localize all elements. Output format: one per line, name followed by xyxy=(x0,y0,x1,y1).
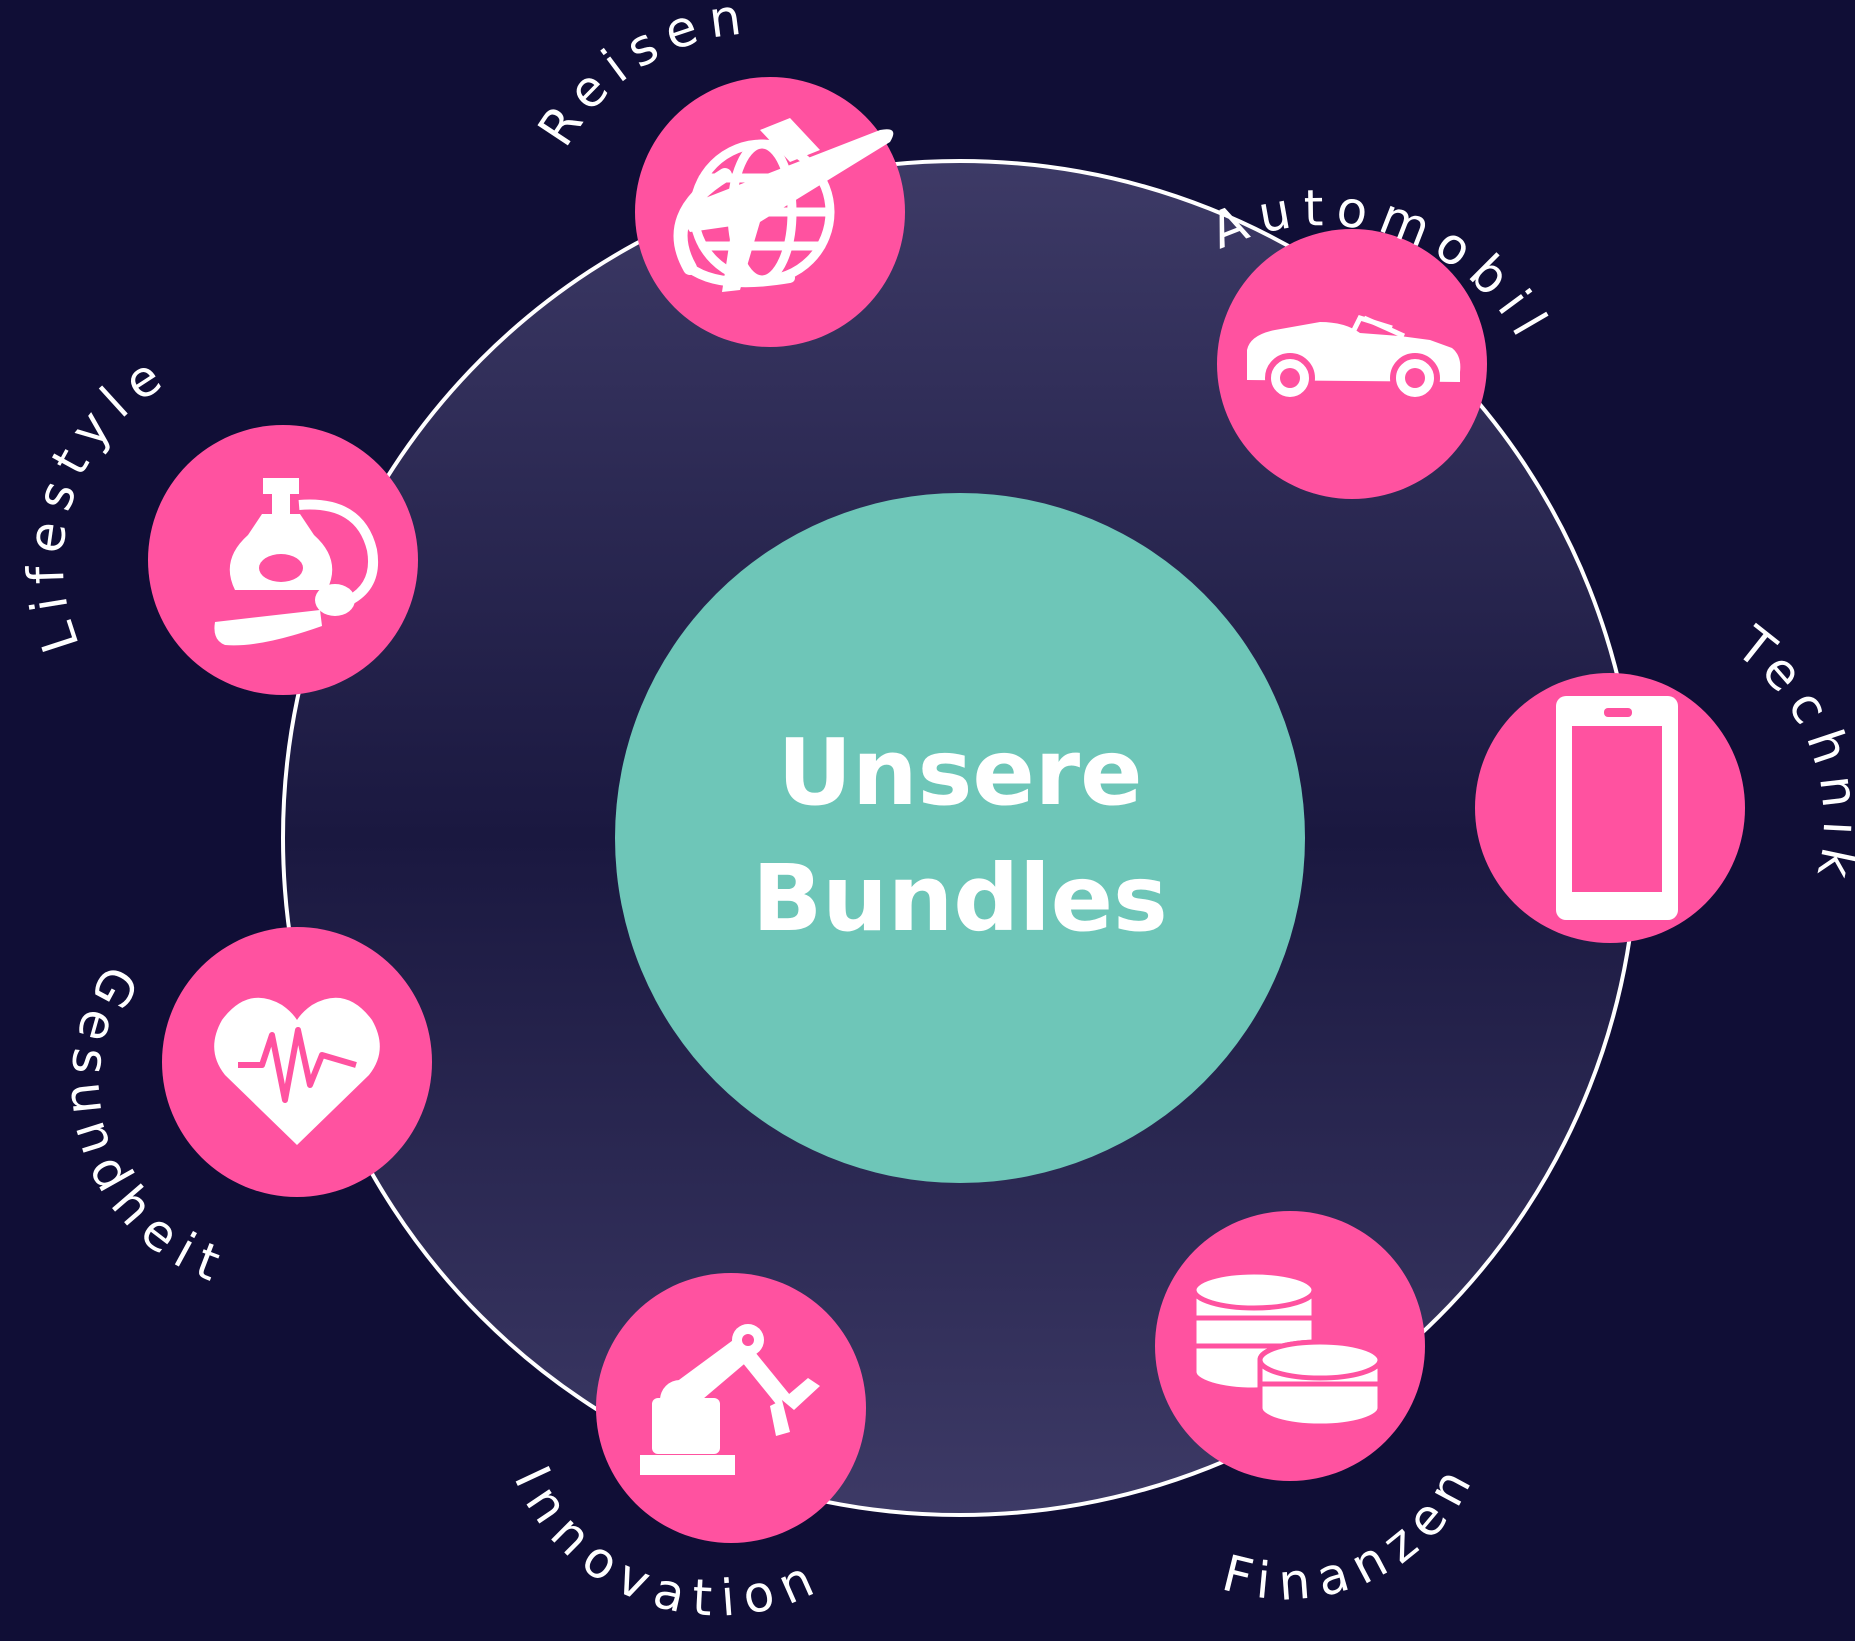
heartbeat-icon xyxy=(214,997,380,1145)
smartphone-icon xyxy=(1556,696,1678,920)
svg-text:Technik: Technik xyxy=(1725,615,1855,894)
perfume-bottle-icon xyxy=(214,478,378,646)
globe-airplane-icon xyxy=(673,118,894,292)
bundle-node-gesundheit[interactable]: Gesundheit xyxy=(59,927,432,1296)
coin-stacks-icon xyxy=(1191,1269,1383,1429)
bundle-label-lifestyle: Lifestyle xyxy=(16,341,169,660)
center-title-line2: Bundles xyxy=(752,845,1168,952)
center-title-line1: Unsere xyxy=(777,719,1142,826)
bundle-label-technik: Technik xyxy=(1725,615,1855,894)
robot-arm-icon xyxy=(640,1324,820,1475)
convertible-car-icon xyxy=(1247,314,1461,403)
bundle-node-lifestyle[interactable]: Lifestyle xyxy=(16,341,418,695)
svg-text:Lifestyle: Lifestyle xyxy=(16,341,180,660)
bundle-node-automobil[interactable]: Automobil xyxy=(1203,179,1564,499)
center-circle xyxy=(615,493,1305,1183)
